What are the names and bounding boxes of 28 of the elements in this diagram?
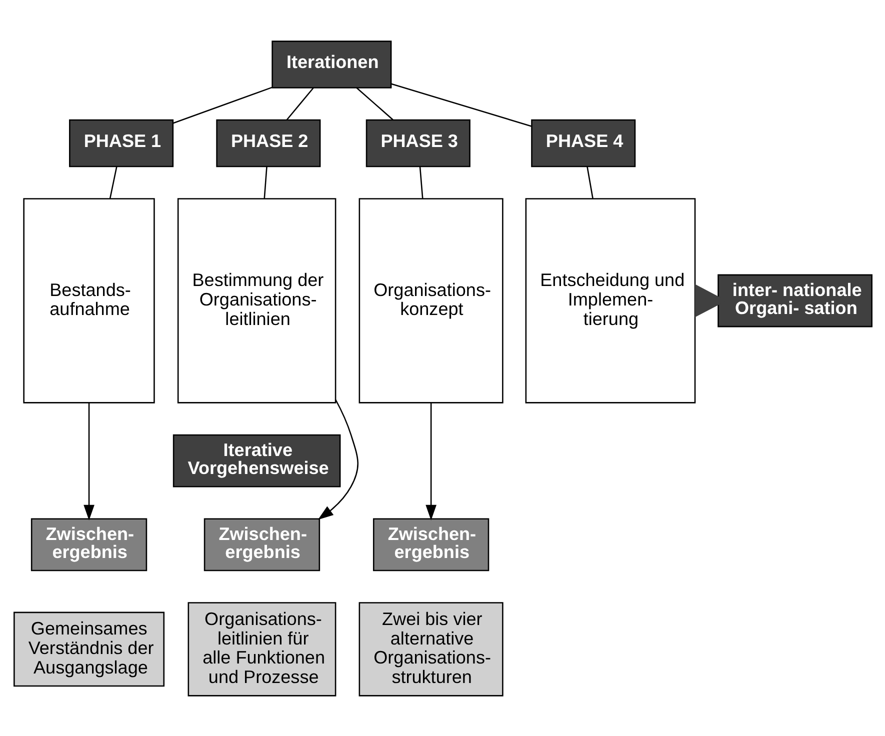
node-box: Organisations- leitlinien für alle Funktionen und Prozesse xyxy=(187,602,336,696)
node-box: PHASE 3 xyxy=(365,118,470,167)
connector xyxy=(586,166,593,198)
node-box: PHASE 2 xyxy=(216,118,320,167)
connector xyxy=(390,82,532,126)
connector xyxy=(356,86,393,120)
node-box: Iterative Vorgehensweise xyxy=(172,434,340,487)
arrow xyxy=(83,402,94,520)
connector xyxy=(108,166,117,198)
node-box: PHASE 4 xyxy=(530,118,636,167)
node-box: Bestimmung der Organisations- leitlinien xyxy=(176,198,336,403)
node-box: Zwischen- ergebnis xyxy=(372,518,489,571)
node-box: inter- nationale Organi- sation xyxy=(717,274,872,327)
arrow xyxy=(425,402,436,520)
node-box: Organisations- konzept xyxy=(358,198,503,403)
connector xyxy=(263,166,267,198)
connector xyxy=(172,86,272,124)
node-box: Zwei bis vier alternative Organisations- strukturen xyxy=(358,602,503,696)
connector xyxy=(286,86,314,120)
node-box: Zwischen- ergebnis xyxy=(30,518,147,571)
node-box: Zwischen- ergebnis xyxy=(203,518,320,571)
node-box: Iterationen xyxy=(271,40,392,88)
arrow xyxy=(317,398,358,520)
connector xyxy=(418,166,423,198)
node-box: Gemeinsames Verständnis der Ausgangslage xyxy=(13,611,164,686)
node-box: PHASE 1 xyxy=(68,118,174,167)
node-box: Bestands- aufnahme xyxy=(22,198,154,403)
node-box: Entscheidung und Implemen- tierung xyxy=(524,198,696,403)
